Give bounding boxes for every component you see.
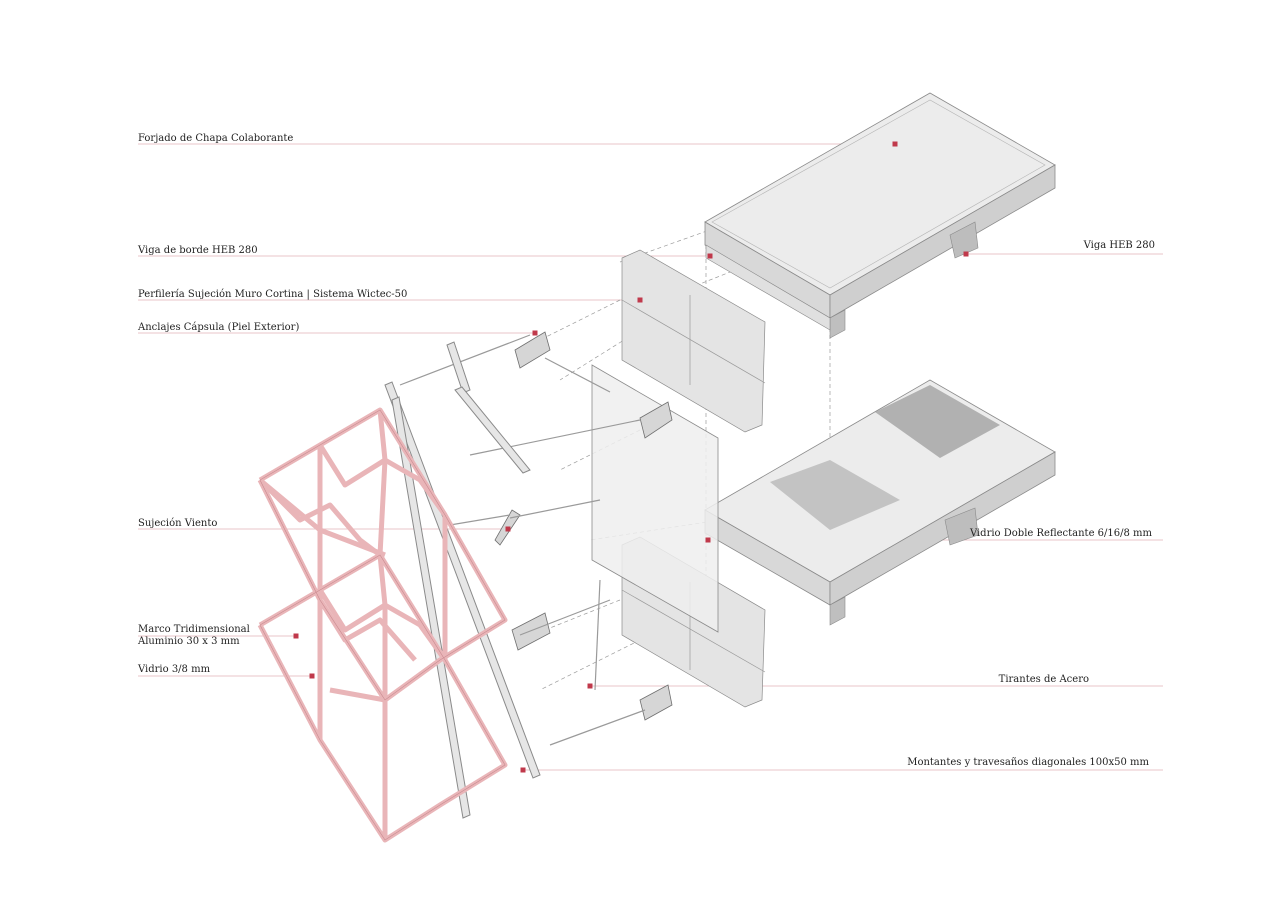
callout-markers: [293, 141, 969, 773]
label-viga-heb: Viga HEB 280: [1083, 240, 1155, 251]
label-viga-borde: Viga de borde HEB 280: [138, 245, 258, 256]
marker-anclajes: [532, 330, 538, 336]
pink-aluminium-frame: [257, 407, 508, 843]
label-sujecion: Sujeción Viento: [138, 518, 218, 529]
mullions-diagonal: [384, 341, 541, 819]
steel-ties: [399, 334, 646, 746]
label-tirantes: Tirantes de Acero: [998, 674, 1089, 685]
label-anclajes: Anclajes Cápsula (Piel Exterior): [138, 322, 300, 333]
glass-panel: [591, 364, 719, 633]
marker-montantes: [520, 767, 526, 773]
lower-slab: [704, 379, 1056, 626]
label-marco-line2: Aluminio 30 x 3 mm: [138, 636, 240, 647]
marker-forjado: [892, 141, 898, 147]
marker-vidrio: [309, 673, 315, 679]
label-marco-line1: Marco Tridimensional: [138, 624, 250, 635]
marker-tirantes: [587, 683, 593, 689]
marker-perfileria: [637, 297, 643, 303]
label-forjado: Forjado de Chapa Colaborante: [138, 133, 294, 144]
marker-viga-heb: [963, 251, 969, 257]
label-montantes: Montantes y travesaños diagonales 100x50…: [907, 757, 1149, 768]
marker-vidrio-doble: [705, 537, 711, 543]
label-perfileria: Perfilería Sujeción Muro Cortina | Siste…: [138, 289, 408, 300]
marker-sujecion: [505, 526, 511, 532]
label-vidrio-doble: Vidrio Doble Reflectante 6/16/8 mm: [969, 528, 1152, 539]
upper-slab: [704, 92, 1056, 339]
marker-marco: [293, 633, 299, 639]
marker-viga-borde: [707, 253, 713, 259]
label-vidrio: Vidrio 3/8 mm: [138, 664, 211, 675]
pink-frame-edges: [259, 409, 506, 841]
